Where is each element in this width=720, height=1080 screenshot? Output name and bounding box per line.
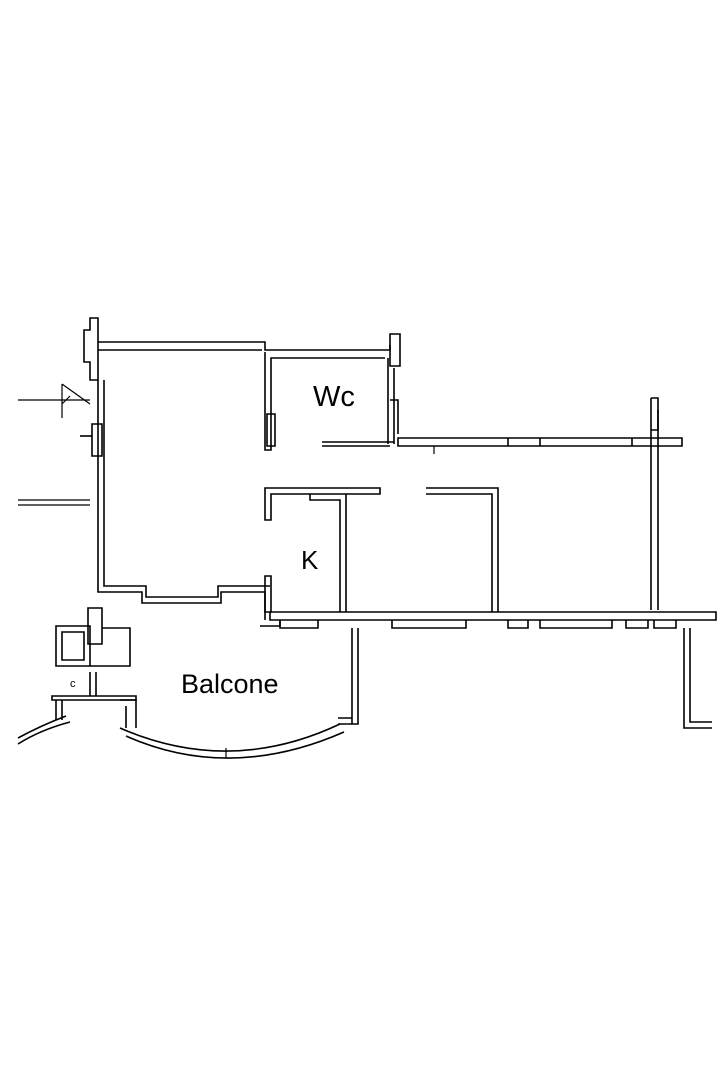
kitchen-walls [264,487,381,613]
room-partition [426,487,499,612]
closet-area [17,607,137,745]
room-label-balcony: Balcone [181,669,279,699]
room-label-closet: c [70,678,76,690]
south-facade [260,611,717,629]
right-column [650,397,659,610]
room-label-wc: Wc [313,381,355,413]
left-wall [80,380,270,620]
wc-walls [264,352,399,451]
right-balcony-edge [683,628,712,729]
corridor-wall [397,437,683,454]
exterior-lines [18,383,91,506]
room-label-kitchen: K [301,545,319,575]
top-wall [83,317,401,381]
